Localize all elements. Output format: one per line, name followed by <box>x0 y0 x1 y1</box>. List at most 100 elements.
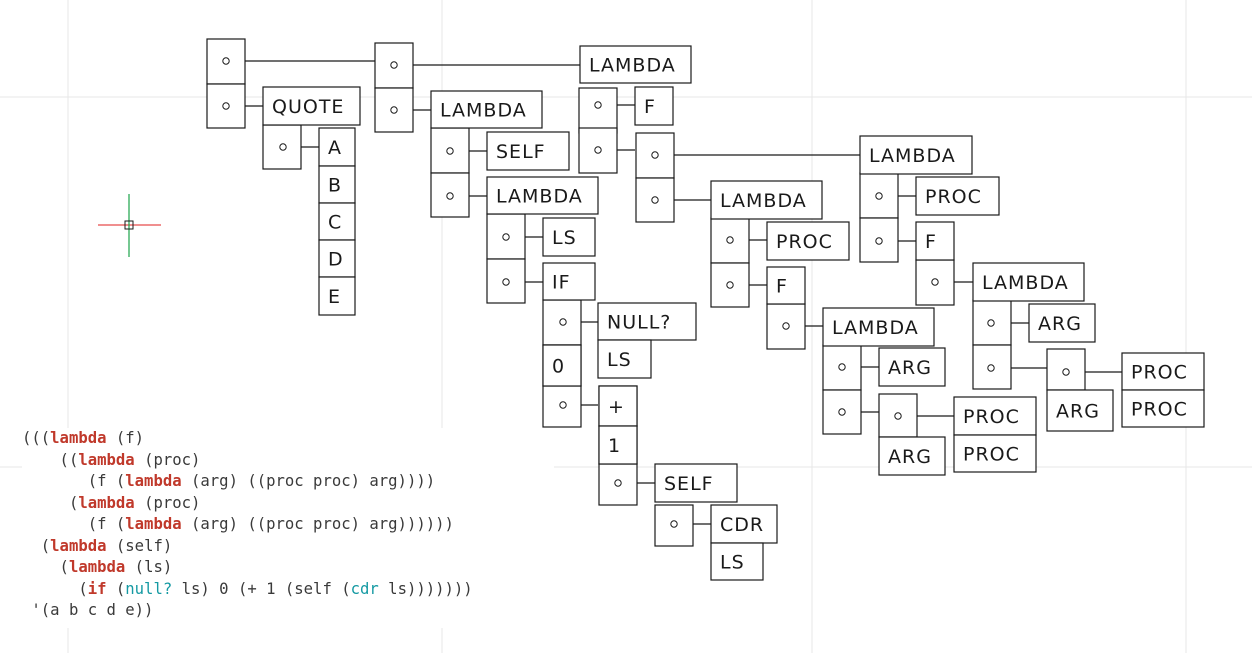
atom-cell-f <box>915 221 955 261</box>
atom-cell-proc <box>953 396 1037 436</box>
pointer-dot <box>894 412 902 420</box>
pointer-dot <box>614 479 622 487</box>
atom-cell-null <box>597 302 697 341</box>
pair-cell <box>578 87 618 134</box>
atom-cell-self <box>654 463 738 503</box>
code-line: (lambda (ls) <box>22 557 554 579</box>
pointer-dot <box>279 143 287 151</box>
atom-label: ARG <box>888 446 932 468</box>
pointer-dot <box>838 363 846 371</box>
atom-label: PROC <box>776 231 833 253</box>
atom-label: LS <box>552 227 577 249</box>
atom-label: LAMBDA <box>496 186 583 208</box>
atom-cell-d <box>318 239 356 278</box>
pointer-dot <box>987 364 995 372</box>
atom-label: 0 <box>552 356 565 378</box>
pair-cell <box>578 127 618 174</box>
atom-cell-e <box>318 276 356 316</box>
atom-cell-arg <box>878 436 946 476</box>
atom-label: CDR <box>720 514 764 536</box>
code-text: ( <box>106 579 126 598</box>
atom-cell-lambda <box>822 307 935 347</box>
pointer-dot <box>931 278 939 286</box>
pointer-dot <box>446 147 454 155</box>
atom-label: PROC <box>963 444 1020 466</box>
code-keyword: lambda <box>78 450 135 469</box>
code-line: (lambda (self) <box>22 536 554 558</box>
atom-label: LAMBDA <box>720 190 807 212</box>
atom-label: LAMBDA <box>440 100 527 122</box>
pointer-dot <box>559 401 567 409</box>
pointer-dot <box>390 61 398 69</box>
atom-label: SELF <box>496 141 546 163</box>
atom-cell-lambda <box>430 90 543 129</box>
pointer-dot <box>222 57 230 65</box>
atom-label: LAMBDA <box>832 317 919 339</box>
atom-cell-f <box>766 266 806 305</box>
pointer-dot <box>726 281 734 289</box>
atom-cell-proc <box>915 176 1000 216</box>
atom-cell-a <box>318 127 356 167</box>
atom-label: PROC <box>1131 362 1188 384</box>
pair-cell <box>486 258 526 304</box>
atom-cell-lambda <box>859 135 973 175</box>
code-builtin: cdr <box>350 579 379 598</box>
code-text: (f) <box>106 429 145 447</box>
pointer-dot <box>838 408 846 416</box>
pointer-dot <box>222 102 230 110</box>
code-text: ls) 0 (+ 1 (self ( <box>172 579 351 598</box>
code-text: (ls) <box>125 558 173 576</box>
atom-cell-ls <box>710 542 764 581</box>
atom-cell-ls <box>542 217 596 257</box>
atom-label: LS <box>720 552 745 574</box>
code-keyword: lambda <box>78 493 135 512</box>
atom-cell-f <box>634 86 674 126</box>
atom-label: LS <box>607 349 632 371</box>
pointer-dot <box>1062 368 1070 376</box>
code-text: ((( <box>22 429 51 447</box>
atom-label: IF <box>552 272 571 294</box>
code-text: ( <box>22 558 69 576</box>
atom-label: F <box>776 276 788 298</box>
atom-cell-lambda <box>710 180 823 220</box>
code-keyword: lambda <box>50 429 107 447</box>
code-text: (arg) ((proc proc) arg)))) <box>181 472 436 490</box>
pointer-dot <box>875 192 883 200</box>
pointer-dot <box>559 318 567 326</box>
code-line: (((lambda (f) <box>22 428 554 450</box>
atom-label: LAMBDA <box>869 145 956 167</box>
scheme-code-listing: (((lambda (f) ((lambda (proc) (f (lambda… <box>22 428 554 628</box>
atom-label: A <box>328 137 342 159</box>
code-text: ( <box>22 536 51 555</box>
pointer-dot <box>502 233 510 241</box>
code-keyword: lambda <box>68 558 126 576</box>
code-line: (f (lambda (arg) ((proc proc) arg)))) <box>22 471 554 493</box>
pointer-dot <box>875 237 883 245</box>
atom-cell-arg <box>1028 303 1096 343</box>
pointer-dot <box>651 151 659 159</box>
atom-label: E <box>328 286 341 308</box>
code-builtin: null? <box>125 579 173 598</box>
code-keyword: lambda <box>125 515 182 533</box>
atom-cell-plus <box>598 385 638 427</box>
code-text: (f ( <box>22 515 126 533</box>
code-text: '(a b c d e)) <box>22 601 154 619</box>
pointer-dot <box>987 319 995 327</box>
code-text: ( <box>22 579 88 598</box>
crosshair-pickbox <box>124 220 134 230</box>
atom-cell-proc <box>1121 389 1205 428</box>
code-keyword: lambda <box>50 536 107 555</box>
code-line: (lambda (proc) <box>22 493 554 515</box>
pointer-dot <box>390 106 398 114</box>
atom-cell-one <box>598 425 638 465</box>
code-keyword: if <box>87 579 107 598</box>
code-line: (f (lambda (arg) ((proc proc) arg)))))) <box>22 514 554 536</box>
pointer-dot <box>446 192 454 200</box>
atom-label: SELF <box>664 473 714 495</box>
atom-cell-proc <box>953 434 1037 473</box>
atom-label: ARG <box>888 357 932 379</box>
atom-cell-cdr <box>710 504 778 544</box>
code-keyword: lambda <box>125 472 182 490</box>
atom-label: 1 <box>608 435 621 457</box>
